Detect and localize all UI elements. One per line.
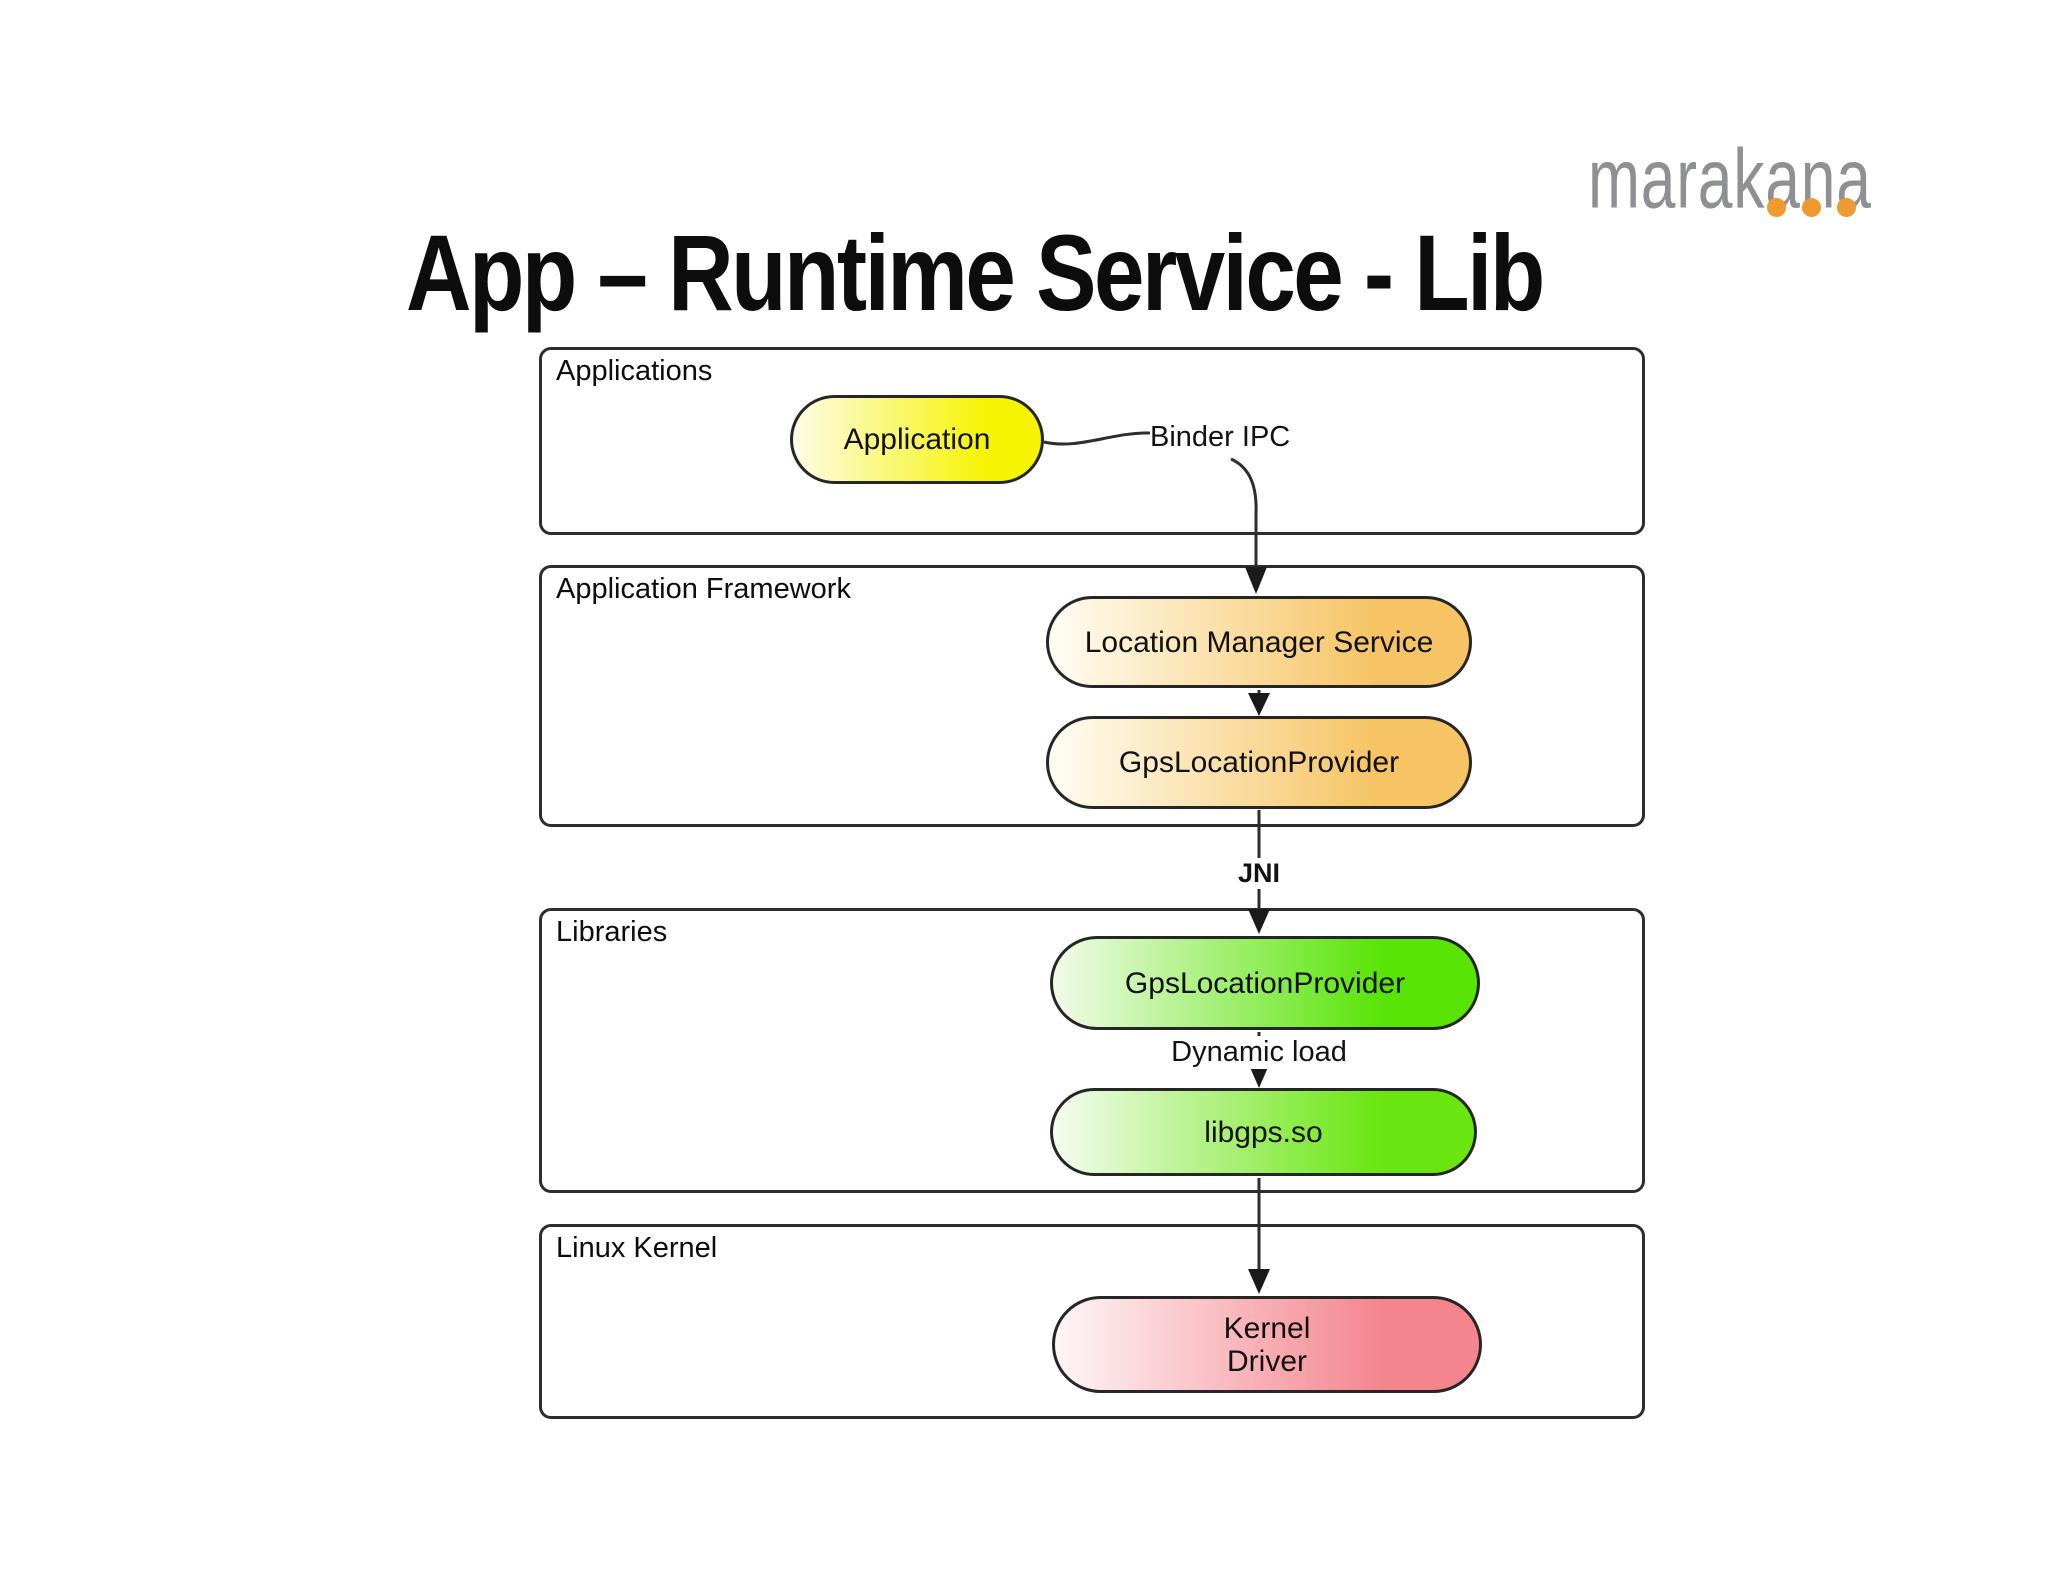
node-location-manager-service: Location Manager Service [1046, 596, 1472, 688]
layer-label-linux-kernel: Linux Kernel [556, 1232, 718, 1264]
layer-box-applications: Applications [539, 347, 1645, 535]
node-gps-location-provider-native: GpsLocationProvider [1050, 936, 1480, 1030]
edge-label-dynamic-load: Dynamic load [1149, 1036, 1369, 1069]
node-libgps-so: libgps.so [1050, 1088, 1477, 1176]
node-gps-location-provider-native-label: GpsLocationProvider [1124, 966, 1406, 1000]
logo-dot [1802, 198, 1821, 217]
layer-label-libraries: Libraries [556, 916, 668, 948]
node-kernel-driver-line2: Driver [1227, 1344, 1307, 1378]
node-gps-location-provider-framework: GpsLocationProvider [1046, 716, 1472, 809]
marakana-logo-text: marakana [1588, 131, 1872, 226]
node-kernel-driver-line1: Kernel [1223, 1311, 1311, 1345]
page-title: App – Runtime Service - Lib [406, 212, 1545, 333]
logo-dot [1767, 198, 1786, 217]
layer-label-application-framework: Application Framework [556, 573, 851, 605]
node-libgps-so-label: libgps.so [1204, 1115, 1323, 1149]
edge-label-binder-ipc: Binder IPC [1150, 421, 1291, 454]
logo-dot [1837, 198, 1856, 217]
node-application-label: Application [843, 423, 991, 456]
node-application: Application [790, 395, 1044, 484]
node-location-manager-service-label: Location Manager Service [1084, 625, 1434, 659]
node-gps-location-provider-framework-label: GpsLocationProvider [1118, 746, 1400, 779]
node-kernel-driver: Kernel Driver [1052, 1296, 1482, 1393]
layer-label-applications: Applications [556, 355, 713, 387]
edge-label-jni: JNI [1209, 858, 1309, 889]
